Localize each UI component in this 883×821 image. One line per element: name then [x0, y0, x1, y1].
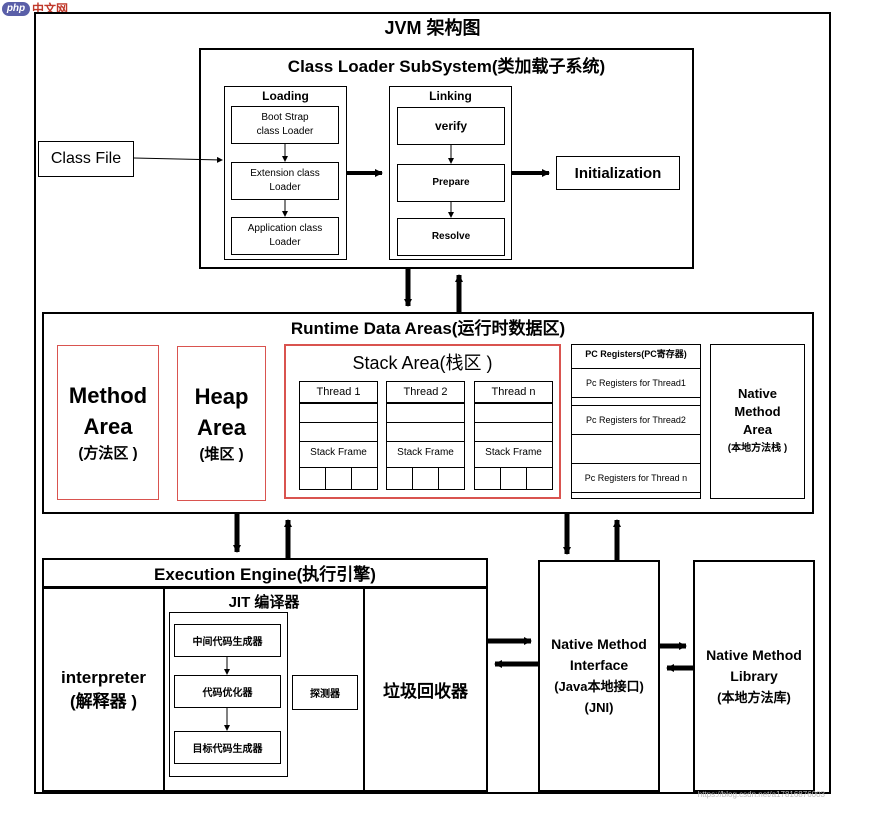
profiler: 探测器 — [292, 675, 358, 710]
heap-area-line2: Area — [197, 414, 246, 440]
verify-label: verify — [434, 119, 468, 133]
nml-line3: (本地方法库) — [717, 689, 791, 705]
resolve-step: Resolve — [397, 218, 505, 256]
application-line1: Application class — [247, 223, 323, 234]
extension-loader: Extension class Loader — [231, 162, 339, 200]
native-method-library: Native Method Library (本地方法库) — [693, 560, 815, 792]
code-optimizer: 代码优化器 — [174, 675, 281, 708]
ir-generator: 中间代码生成器 — [174, 624, 281, 657]
native-method-interface: Native Method Interface (Java本地接口) (JNI) — [538, 560, 660, 792]
application-line2: Loader — [269, 237, 301, 248]
nml-line1: Native Method — [706, 646, 802, 663]
stack-frame-slot — [438, 467, 465, 490]
pc-registers-title: PC Registers(PC寄存器) — [585, 349, 687, 359]
nmi-line1: Native Method — [551, 636, 647, 652]
runtime-title: Runtime Data Areas(运行时数据区) — [290, 319, 566, 338]
method-area-line1: Method — [68, 382, 148, 408]
verify-step: verify — [397, 107, 505, 145]
nml-line2: Library — [730, 667, 778, 684]
thread-header: Thread 1 — [299, 381, 378, 403]
class-loader-title: Class Loader SubSystem(类加载子系统) — [287, 57, 606, 76]
extension-line2: Loader — [269, 182, 301, 193]
execution-title: Execution Engine(执行引擎) — [154, 565, 376, 584]
native-area-line4: (本地方法栈 ) — [727, 442, 788, 454]
native-area-line1: Native — [737, 385, 778, 401]
method-area: Method Area (方法区 ) — [57, 345, 159, 500]
pc-register-threadn: Pc Registers for Thread n — [571, 463, 701, 493]
code-optimizer-label: 代码优化器 — [202, 688, 253, 699]
thread-header: Thread 2 — [386, 381, 465, 403]
thread-header: Thread n — [474, 381, 553, 403]
pc-register-thread2: Pc Registers for Thread2 — [571, 405, 701, 435]
nmi-line4: (JNI) — [584, 700, 614, 715]
nmi-line3: (Java本地接口) — [554, 679, 644, 694]
garbage-collector-label: 垃圾回收器 — [383, 682, 468, 701]
pc-register-threadn-label: Pc Registers for Thread n — [584, 473, 688, 483]
initialization-box: Initialization — [556, 156, 680, 190]
jit-title: JIT 编译器 — [228, 594, 300, 611]
application-loader: Application class Loader — [231, 217, 339, 255]
bootstrap-loader: Boot Strap class Loader — [231, 106, 339, 144]
target-code-generator-label: 目标代码生成器 — [192, 744, 263, 755]
target-code-generator: 目标代码生成器 — [174, 731, 281, 764]
pc-register-thread2-label: Pc Registers for Thread2 — [586, 415, 686, 425]
pc-register-thread1-label: Pc Registers for Thread1 — [586, 378, 686, 388]
interpreter-line2: (解释器 ) — [69, 691, 138, 711]
linking-title: Linking — [429, 89, 472, 103]
stack-area-title: Stack Area(栈区 ) — [352, 353, 493, 373]
heap-area-line1: Heap — [194, 383, 249, 409]
heap-area-line3: (堆区 ) — [199, 445, 244, 463]
loading-title: Loading — [262, 89, 309, 103]
extension-line1: Extension class — [250, 168, 320, 179]
profiler-label: 探测器 — [310, 689, 340, 700]
bootstrap-line1: Boot Strap — [261, 112, 309, 123]
resolve-label: Resolve — [431, 231, 471, 242]
class-file-label: Class File — [50, 150, 122, 167]
initialization-label: Initialization — [574, 164, 662, 182]
native-area-line2: Method — [734, 403, 781, 419]
native-area-line3: Area — [743, 421, 772, 437]
nmi-line2: Interface — [569, 657, 629, 673]
heap-area: Heap Area (堆区 ) — [177, 346, 266, 501]
interpreter-line1: interpreter — [60, 667, 147, 687]
php-badge: php — [2, 2, 30, 16]
classfile-to-loading-arrow — [133, 156, 223, 163]
prepare-label: Prepare — [432, 177, 470, 188]
prepare-step: Prepare — [397, 164, 505, 202]
native-method-area: Native Method Area (本地方法栈 ) — [710, 344, 805, 499]
diagram-title: JVM 架构图 — [384, 18, 481, 38]
stack-frame-slot — [526, 467, 553, 490]
stack-frame-slot — [351, 467, 378, 490]
bootstrap-line2: class Loader — [256, 126, 314, 137]
watermark: https://blog.csdn.net/a17816876003 — [697, 790, 825, 799]
method-area-line2: Area — [83, 413, 133, 439]
garbage-collector: 垃圾回收器 — [363, 587, 488, 792]
class-file-box: Class File — [38, 141, 134, 177]
stack-area — [284, 344, 561, 499]
ir-generator-label: 中间代码生成器 — [192, 637, 263, 648]
pc-register-thread1: Pc Registers for Thread1 — [571, 368, 701, 398]
method-area-line3: (方法区 ) — [78, 444, 138, 462]
